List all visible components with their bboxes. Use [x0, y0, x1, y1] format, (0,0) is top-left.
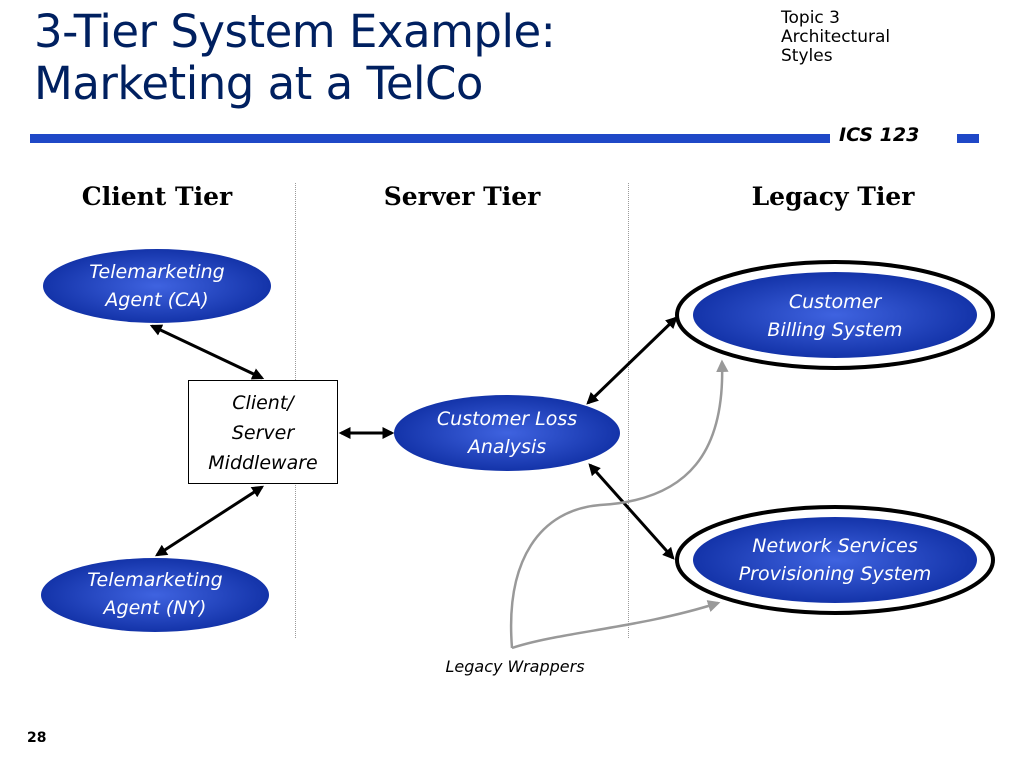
agent-ca-label-line-1: Telemarketing: [89, 261, 225, 283]
provisioning-label-line-1: Network Services: [752, 535, 918, 557]
agent-ny-label: Telemarketing Agent (NY): [41, 566, 269, 622]
agent-ca-label-line-2: Agent (CA): [105, 289, 209, 311]
wrapper-curve-provisioning: [511, 600, 721, 650]
connector-analysis-provisioning: [588, 463, 675, 560]
provisioning-label-line-2: Provisioning System: [738, 563, 932, 585]
header-rule: [30, 134, 830, 143]
course-label: ICS 123: [839, 124, 920, 146]
billing-label-line-1: Customer: [788, 291, 882, 313]
legacy-wrappers-label: Legacy Wrappers: [445, 657, 585, 676]
topic-label: Topic 3 Architectural Styles: [781, 9, 890, 66]
connector-analysis-billing: [586, 316, 678, 405]
agent-ny-label-line-1: Telemarketing: [87, 569, 223, 591]
agent-ca-label: Telemarketing Agent (CA): [43, 258, 271, 314]
middleware-label-line-1: Client/: [232, 392, 294, 414]
provisioning-node: [693, 517, 977, 603]
middleware-box: [188, 380, 338, 484]
loss-analysis-label-line-2: Analysis: [467, 436, 547, 458]
agent-ny-node: [41, 558, 269, 632]
loss-analysis-label: Customer Loss Analysis: [394, 405, 620, 461]
slide-title-line-2: Marketing at a TelCo: [34, 57, 483, 110]
middleware-label: Client/ Server Middleware: [188, 388, 338, 478]
middleware-label-line-3: Middleware: [208, 452, 318, 474]
loss-analysis-label-line-1: Customer Loss: [436, 408, 578, 430]
middleware-label-line-2: Server: [231, 422, 295, 444]
loss-analysis-node: [394, 395, 620, 471]
billing-node: [693, 272, 977, 358]
agent-ny-label-line-2: Agent (NY): [103, 597, 207, 619]
billing-label: Customer Billing System: [693, 288, 977, 344]
connector-ny-middleware: [154, 485, 265, 557]
client-tier-heading: Client Tier: [81, 182, 233, 211]
wrapper-curve-billing: [509, 359, 729, 649]
slide-title: 3-Tier System Example: Marketing at a Te…: [34, 5, 556, 110]
legacy-tier-heading: Legacy Tier: [751, 182, 915, 211]
topic-line-3: Styles: [781, 46, 833, 66]
topic-line-1: Topic 3: [781, 8, 840, 28]
agent-ca-node: [43, 249, 271, 323]
billing-label-line-2: Billing System: [767, 319, 903, 341]
connector-ca-middleware: [149, 324, 265, 380]
tier-divider-2: [628, 183, 629, 638]
slide-title-line-1: 3-Tier System Example:: [34, 5, 556, 58]
topic-line-2: Architectural: [781, 27, 891, 47]
provisioning-label: Network Services Provisioning System: [693, 532, 977, 588]
server-tier-heading: Server Tier: [383, 182, 541, 211]
page-number: 28: [27, 730, 47, 746]
header-rule-end: [957, 134, 979, 143]
